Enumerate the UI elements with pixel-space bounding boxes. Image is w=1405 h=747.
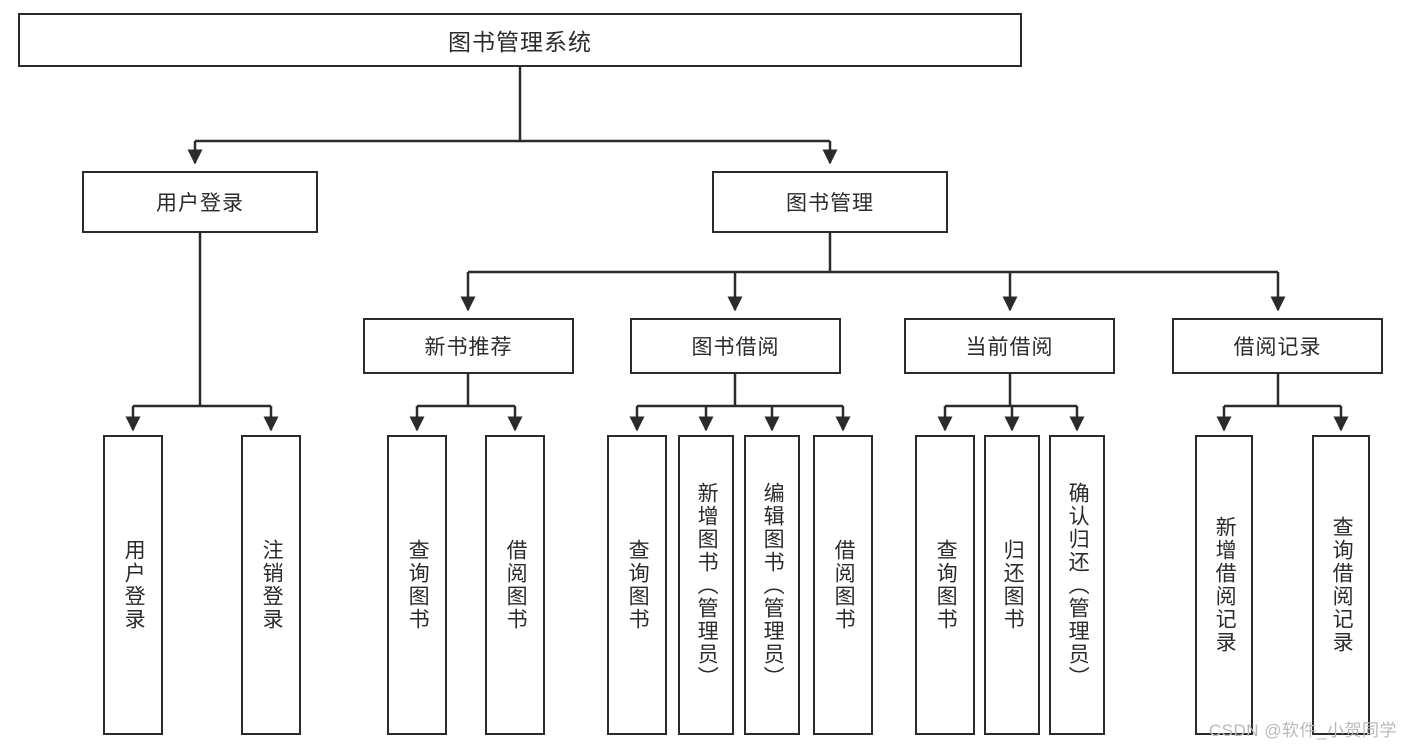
- leaf-recommend-query-book[interactable]: 查询图书: [387, 435, 447, 735]
- node-label: 借阅记录: [1233, 336, 1322, 359]
- node-label: 借阅图书: [504, 539, 528, 631]
- watermark-text: CSDN @软件_小贺同学: [1208, 721, 1397, 740]
- node-current-borrow[interactable]: 当前借阅: [904, 318, 1115, 374]
- node-label: 图书借阅: [691, 336, 780, 359]
- node-label: 归还图书: [1001, 539, 1025, 631]
- node-book-borrow[interactable]: 图书借阅: [630, 318, 841, 374]
- leaf-current-return-book[interactable]: 归还图书: [984, 435, 1040, 735]
- node-label: 图书管理系统: [448, 29, 592, 55]
- node-label: 编辑图书（管理员）: [761, 481, 785, 689]
- node-label: 新书推荐: [424, 336, 513, 359]
- node-label: 新增借阅记录: [1213, 516, 1237, 654]
- node-label: 注销登录: [260, 539, 284, 631]
- leaf-record-query-record[interactable]: 查询借阅记录: [1312, 435, 1370, 735]
- node-label: 新增图书（管理员）: [695, 481, 719, 689]
- node-root-system[interactable]: 图书管理系统: [18, 13, 1022, 67]
- leaf-current-query-book[interactable]: 查询图书: [915, 435, 975, 735]
- leaf-record-add-record[interactable]: 新增借阅记录: [1195, 435, 1253, 735]
- node-label: 图书管理: [786, 192, 874, 215]
- node-label: 查询图书: [626, 539, 650, 631]
- node-label: 确认归还（管理员）: [1066, 481, 1090, 689]
- node-user-login[interactable]: 用户登录: [82, 171, 318, 233]
- node-label: 查询图书: [406, 539, 430, 631]
- leaf-borrow-query-book[interactable]: 查询图书: [607, 435, 667, 735]
- leaf-borrow-borrow-book[interactable]: 借阅图书: [813, 435, 873, 735]
- node-label: 用户登录: [156, 192, 244, 215]
- node-book-management[interactable]: 图书管理: [712, 171, 948, 233]
- leaf-recommend-borrow-book[interactable]: 借阅图书: [485, 435, 545, 735]
- node-label: 用户登录: [122, 539, 146, 631]
- node-label: 查询借阅记录: [1330, 516, 1354, 654]
- node-label: 查询图书: [934, 539, 958, 631]
- node-label: 借阅图书: [832, 539, 856, 631]
- leaf-current-confirm-return-admin[interactable]: 确认归还（管理员）: [1049, 435, 1105, 735]
- node-label: 当前借阅: [965, 336, 1054, 359]
- leaf-user-login[interactable]: 用户登录: [103, 435, 163, 735]
- node-new-book-recommend[interactable]: 新书推荐: [363, 318, 574, 374]
- leaf-borrow-edit-book-admin[interactable]: 编辑图书（管理员）: [744, 435, 800, 735]
- leaf-borrow-add-book-admin[interactable]: 新增图书（管理员）: [678, 435, 734, 735]
- leaf-user-logout[interactable]: 注销登录: [241, 435, 301, 735]
- node-borrow-record[interactable]: 借阅记录: [1172, 318, 1383, 374]
